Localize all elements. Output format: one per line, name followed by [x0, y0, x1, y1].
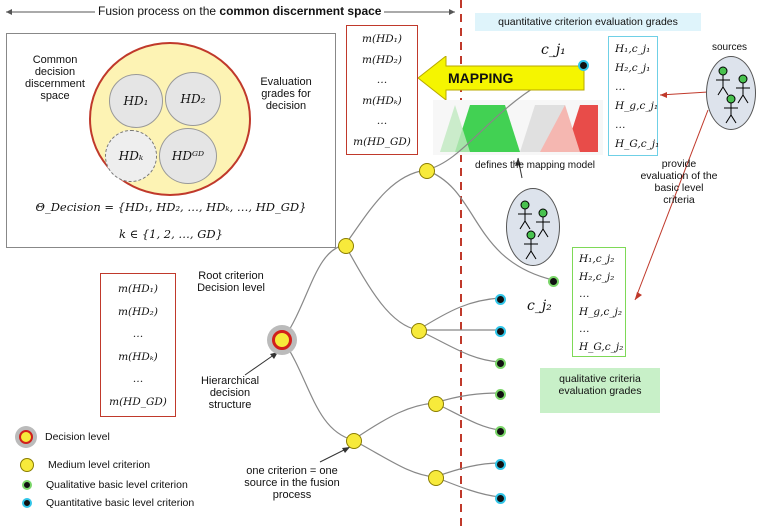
qual-grades-title: qualitative criteria evaluation grades	[540, 368, 660, 413]
provide-eval-label: provide evaluation of the basic level cr…	[640, 158, 718, 206]
cj2-label: c_j₂	[527, 298, 552, 314]
hdk-circle: HDₖ	[105, 130, 157, 182]
sources-ellipse	[706, 56, 756, 130]
list-item: m(HD₂)	[362, 53, 402, 66]
list-item: H_G,c_j₁	[615, 138, 660, 150]
mapping-label: MAPPING	[448, 70, 514, 86]
mass-list-top: m(HD₁) m(HD₂) … m(HDₖ) … m(HD_GD)	[346, 25, 418, 155]
cj1-label: c_j₁	[541, 42, 566, 58]
legend-item: Qualitative basic level criterion	[15, 476, 225, 494]
list-item: m(HD₁)	[118, 283, 158, 295]
list-item: H₁,c_j₁	[615, 43, 651, 55]
list-item: H₂,c_j₂	[579, 270, 615, 283]
list-item: …	[132, 373, 144, 385]
legend-item: Decision level	[15, 426, 225, 448]
root-node[interactable]	[267, 325, 297, 355]
list-item: H_g,c_j₂	[579, 305, 623, 318]
root-criterion-label: Root criterion Decision level	[197, 270, 265, 294]
legend-item: Medium level criterion	[15, 454, 225, 476]
k-range: k ∈ {1, 2, …, GD}	[119, 227, 223, 241]
legend-label: Qualitative basic level criterion	[46, 479, 188, 491]
quantitative-leaf[interactable]	[495, 459, 506, 470]
qualitative-leaf[interactable]	[495, 426, 506, 437]
list-item: …	[376, 74, 388, 86]
one-criterion-label: one criterion = one source in the fusion…	[244, 465, 340, 501]
hdgd-label: HDᴳᴰ	[171, 149, 205, 163]
qual-grades-box: H₁,c_j₂ H₂,c_j₂ … H_g,c_j₂ … H_G,c_j₂	[572, 247, 626, 357]
legend-label: Medium level criterion	[48, 459, 151, 471]
medium-node[interactable]	[346, 433, 362, 449]
discernment-panel: Common decision discernment space Evalua…	[6, 33, 336, 248]
legend: Decision level Medium level criterion Qu…	[15, 426, 225, 512]
list-item: m(HD_GD)	[353, 135, 411, 148]
eval-grades-label: Evaluation grades for decision	[260, 76, 312, 112]
qual-grades-items: H₁,c_j₂ H₂,c_j₂ … H_g,c_j₂ … H_G,c_j₂	[573, 248, 625, 356]
hdk-label: HDₖ	[118, 149, 144, 163]
quant-grades-items: H₁,c_j₁ H₂,c_j₁ … H_g,c_j₁ … H_G,c_j₁	[609, 37, 660, 154]
list-item: H₁,c_j₂	[579, 253, 615, 265]
qualitative-leaf[interactable]	[495, 358, 506, 369]
hdgd-circle: HDᴳᴰ	[159, 128, 217, 184]
hd1-label: HD₁	[123, 94, 149, 108]
medium-node[interactable]	[428, 396, 444, 412]
person-icon	[716, 66, 750, 124]
hd1-circle: HD₁	[109, 74, 163, 128]
medium-node[interactable]	[419, 163, 435, 179]
quantitative-leaf[interactable]	[495, 493, 506, 504]
medium-node[interactable]	[411, 323, 427, 339]
header-title-bold: common discernment space	[219, 4, 382, 18]
mass-list-left-items: m(HD₁) m(HD₂) … m(HDₖ) … m(HD_GD)	[101, 274, 175, 413]
quantitative-leaf[interactable]	[495, 326, 506, 337]
mapping-arrow	[418, 56, 585, 100]
quantitative-criterion-icon	[22, 498, 32, 508]
quantitative-leaf[interactable]	[495, 294, 506, 305]
list-item: m(HD_GD)	[109, 395, 167, 408]
list-item: …	[579, 323, 590, 335]
hd2-label: HD₂	[180, 92, 206, 106]
theta-formula: Θ_Decision = {HD₁, HD₂, …, HDₖ, …, HD_GD…	[35, 200, 307, 214]
decision-level-icon	[15, 426, 37, 448]
mass-list-top-items: m(HD₁) m(HD₂) … m(HDₖ) … m(HD_GD)	[347, 26, 417, 152]
list-item: m(HDₖ)	[118, 350, 158, 363]
list-item: …	[132, 328, 144, 340]
legend-label: Quantitative basic level criterion	[46, 497, 195, 509]
qualitative-leaf[interactable]	[548, 276, 559, 287]
hierarchical-label: Hierarchical decision structure	[200, 375, 260, 411]
header-title-prefix: Fusion process on the	[98, 4, 220, 18]
list-item: H_g,c_j₁	[615, 100, 659, 112]
person-group-icon	[518, 200, 550, 260]
hd2-circle: HD₂	[165, 72, 221, 126]
mass-list-left: m(HD₁) m(HD₂) … m(HDₖ) … m(HD_GD)	[100, 273, 176, 417]
root-node-core	[272, 330, 292, 350]
medium-node[interactable]	[338, 238, 354, 254]
sources-label: sources	[712, 42, 748, 53]
quant-grades-box: H₁,c_j₁ H₂,c_j₁ … H_g,c_j₁ … H_G,c_j₁	[608, 36, 660, 156]
quant-grades-title: quantitative criterion evaluation grades	[475, 13, 701, 31]
list-item: m(HD₂)	[118, 305, 158, 318]
legend-item: Quantitative basic level criterion	[15, 494, 225, 512]
list-item: …	[376, 115, 388, 127]
list-item: …	[615, 81, 626, 93]
list-item: m(HD₁)	[362, 33, 402, 45]
quantitative-leaf[interactable]	[578, 60, 589, 71]
medium-node[interactable]	[428, 470, 444, 486]
list-item: …	[579, 288, 590, 300]
header-title: Fusion process on the common discernment…	[95, 4, 385, 18]
defines-mapping-label: defines the mapping model	[474, 160, 596, 171]
qualitative-criterion-icon	[22, 480, 32, 490]
medium-criterion-icon	[20, 458, 34, 472]
list-item: m(HDₖ)	[362, 94, 402, 107]
experts-ellipse	[506, 188, 560, 266]
common-space-label: Common decision discernment space	[25, 54, 85, 102]
legend-label: Decision level	[45, 431, 110, 443]
qualitative-leaf[interactable]	[495, 389, 506, 400]
list-item: H_G,c_j₂	[579, 340, 624, 353]
list-item: H₂,c_j₁	[615, 62, 651, 74]
list-item: …	[615, 119, 626, 131]
